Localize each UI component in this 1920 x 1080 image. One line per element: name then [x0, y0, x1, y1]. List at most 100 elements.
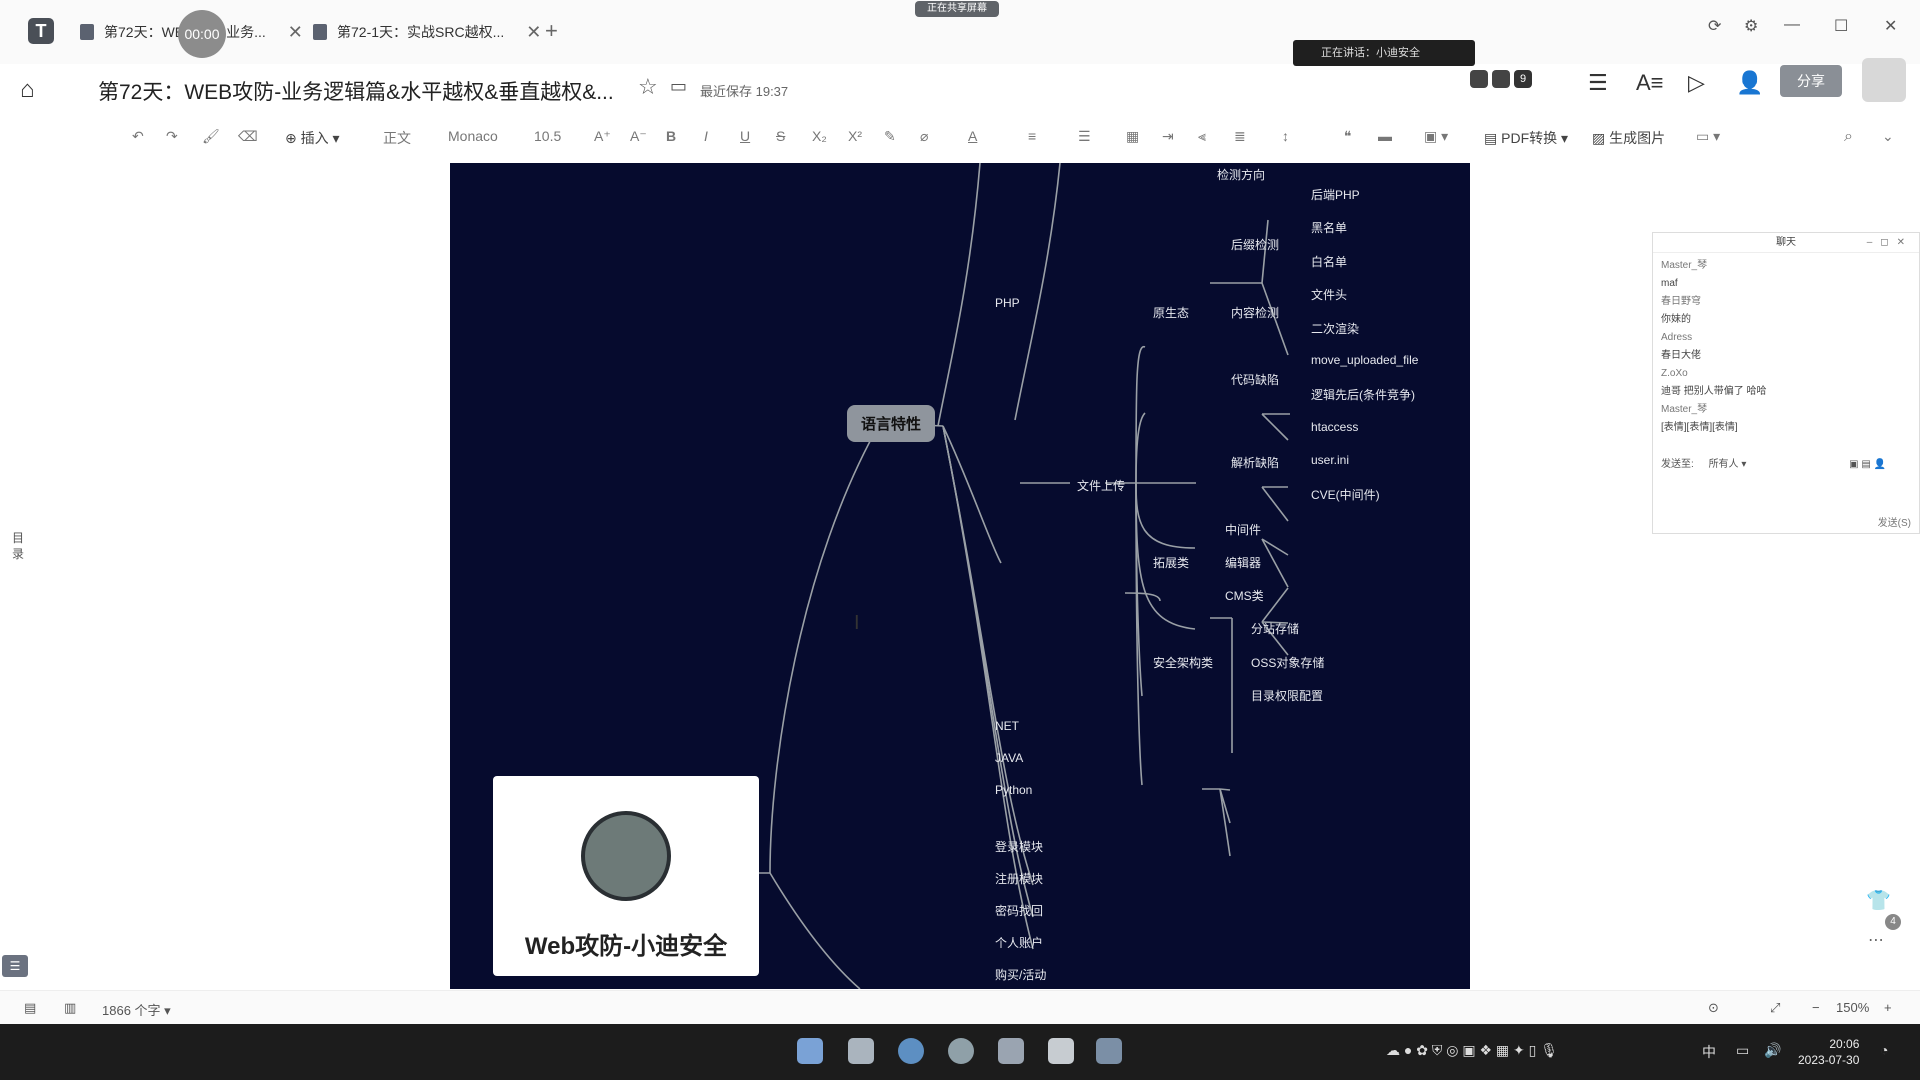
app-logo-icon[interactable]: T: [28, 18, 54, 44]
chat-message: Z.oXo: [1661, 368, 1688, 379]
line-spacing-icon[interactable]: ↕: [1282, 128, 1289, 144]
clear-format-icon[interactable]: ⌀: [920, 128, 929, 144]
indent-icon[interactable]: ⇥: [1162, 128, 1174, 144]
quote-icon[interactable]: ❝: [1344, 128, 1352, 144]
close-icon[interactable]: ✕: [287, 21, 303, 42]
numbered-list-icon[interactable]: ☰: [1078, 128, 1091, 144]
eraser-icon[interactable]: ⌫: [238, 128, 258, 144]
save-icon[interactable]: ▣ ▾: [1424, 128, 1449, 144]
maximize-button[interactable]: ☐: [1834, 18, 1849, 35]
undo-icon[interactable]: ↶: [132, 128, 144, 144]
mindmap-node: 文件上传: [1077, 479, 1126, 493]
play-icon[interactable]: ⊙: [1708, 1000, 1719, 1015]
insert-button[interactable]: ⊕ 插入 ▾: [285, 130, 340, 146]
network-icon[interactable]: ▭: [1736, 1042, 1750, 1058]
align-center-icon[interactable]: ≣: [1234, 128, 1246, 144]
edge-icon[interactable]: [898, 1038, 924, 1064]
file-explorer-icon[interactable]: [848, 1038, 874, 1064]
minimize-button[interactable]: —: [1784, 16, 1800, 33]
refresh-icon[interactable]: ⟳: [1708, 18, 1722, 35]
photos-icon[interactable]: [1096, 1038, 1122, 1064]
settings-icon[interactable]: ⚙: [1744, 18, 1759, 35]
app-icon[interactable]: [998, 1038, 1024, 1064]
font-shrink-icon[interactable]: A⁻: [630, 128, 647, 144]
more-icon[interactable]: ⋯: [1868, 932, 1884, 949]
chat-tools-icon[interactable]: ▣ ▤ 👤: [1849, 459, 1887, 470]
chat-window-controls[interactable]: –◻✕: [1866, 237, 1913, 248]
mindmap-node: 分站存储: [1251, 622, 1300, 636]
font-grow-icon[interactable]: A⁺: [594, 128, 611, 144]
bold-icon[interactable]: B: [666, 128, 677, 144]
recording-timer: 00:00: [178, 10, 226, 58]
mindmap-node: move_uploaded_file: [1311, 353, 1419, 367]
wps-icon[interactable]: [1048, 1038, 1074, 1064]
chevron-down-icon[interactable]: ⌄: [1882, 128, 1894, 144]
mindmap-node: 黑名单: [1311, 221, 1348, 235]
audience-select[interactable]: 所有人 ▾: [1708, 459, 1747, 470]
word-count[interactable]: 1866 个字 ▾: [102, 1003, 171, 1018]
font-family-select[interactable]: Monaco: [448, 128, 498, 144]
zoom-in-button[interactable]: +: [1884, 1000, 1892, 1015]
print-layout-icon[interactable]: ▥: [64, 1000, 77, 1015]
formatting-toolbar: ↶ ↷ 🖌 ⌫ ⊕ 插入 ▾ 正文 Monaco 10.5 A⁺ A⁻ B I …: [0, 116, 1920, 162]
search-icon[interactable]: ⌕: [1844, 128, 1853, 145]
chat-message: 迪哥 把别人带偏了 哈哈: [1661, 386, 1767, 397]
paragraph-style-icon[interactable]: 正文: [383, 130, 411, 146]
start-icon[interactable]: [797, 1038, 823, 1064]
document-icon: [313, 24, 327, 40]
document-title[interactable]: 第72天：WEB攻防-业务逻辑篇&水平越权&垂直越权&...: [98, 81, 614, 104]
zoom-level[interactable]: 150%: [1836, 1000, 1870, 1015]
fullscreen-icon[interactable]: ⤢: [1770, 1000, 1781, 1015]
text-format-icon[interactable]: A≡: [1636, 70, 1664, 95]
tab-doc-72-1[interactable]: 第72-1天：实战SRC越权... ✕: [313, 14, 541, 50]
menu-icon[interactable]: ☰: [1588, 70, 1608, 95]
underline-icon[interactable]: U: [740, 128, 751, 144]
list-icon[interactable]: ≡: [1028, 128, 1037, 144]
new-tab-button[interactable]: +: [545, 18, 558, 43]
close-window-button[interactable]: ✕: [1884, 18, 1898, 35]
page-view-icon[interactable]: ▤: [24, 1000, 37, 1015]
tab-bar: T 第72天：WEB攻防-业务... ✕ 00:00 第72-1天：实战SRC越…: [0, 0, 1920, 64]
mindmap-node: htaccess: [1311, 420, 1359, 434]
send-button[interactable]: 发送(S): [1877, 518, 1911, 529]
chrome-icon[interactable]: [948, 1038, 974, 1064]
screen-sharing-banner[interactable]: 正在共享屏幕: [915, 1, 999, 17]
notification-icon[interactable]: ◔: [1880, 1042, 1889, 1058]
tray-icons[interactable]: ☁ ● ✿ ⛨ ◎ ▣ ❖ ▦ ✦ ▯ 🎙: [1386, 1042, 1559, 1058]
format-painter-icon[interactable]: 🖌: [202, 128, 220, 144]
star-icon[interactable]: ☆: [638, 74, 658, 99]
superscript-icon[interactable]: X²: [848, 128, 862, 144]
shirt-icon[interactable]: 👕: [1866, 890, 1891, 912]
folder-icon[interactable]: ▭: [670, 76, 688, 96]
pdf-convert-button[interactable]: ▤ PDF转换 ▾: [1484, 130, 1569, 146]
view-mode-icon[interactable]: ▭ ▾: [1696, 128, 1721, 144]
chat-title: 聊天: [1776, 237, 1796, 248]
zoom-out-button[interactable]: −: [1812, 1000, 1820, 1015]
home-icon[interactable]: ⌂: [20, 76, 35, 103]
close-icon[interactable]: ✕: [526, 21, 542, 42]
highlight-icon[interactable]: ✎: [884, 128, 896, 144]
divider-icon[interactable]: ▬: [1378, 128, 1392, 144]
share-button[interactable]: 分享: [1780, 65, 1842, 97]
user-avatar[interactable]: [1862, 58, 1906, 102]
list-icon[interactable]: ☰: [2, 955, 28, 977]
user-permission-icon[interactable]: 👤: [1736, 70, 1764, 95]
mindmap-node: 密码找回: [995, 904, 1044, 918]
present-icon[interactable]: ▷: [1688, 70, 1705, 95]
redo-icon[interactable]: ↷: [166, 128, 178, 144]
font-size-select[interactable]: 10.5: [534, 128, 562, 144]
ime-indicator[interactable]: 中: [1702, 1044, 1716, 1060]
italic-icon[interactable]: I: [704, 128, 708, 144]
strikethrough-icon[interactable]: S: [776, 128, 786, 144]
volume-icon[interactable]: 🔊: [1764, 1042, 1782, 1058]
system-clock[interactable]: 20:06 2023-07-30: [1798, 1036, 1859, 1068]
mindmap-node: 逻辑先后(条件竞争): [1311, 388, 1415, 402]
outline-toggle[interactable]: 目录: [12, 531, 25, 561]
windows-taskbar: ☁ ● ✿ ⛨ ◎ ▣ ❖ ▦ ✦ ▯ 🎙 中 ▭ 🔊 20:06 2023-0…: [0, 1024, 1920, 1080]
align-left-icon[interactable]: ⫷: [1198, 128, 1206, 144]
subscript-icon[interactable]: X₂: [812, 128, 827, 144]
table-icon[interactable]: ▦: [1126, 128, 1140, 144]
collaborator-avatars[interactable]: 9: [1470, 70, 1532, 88]
generate-image-button[interactable]: ▨ 生成图片: [1592, 130, 1666, 146]
font-color-icon[interactable]: A: [968, 128, 978, 144]
